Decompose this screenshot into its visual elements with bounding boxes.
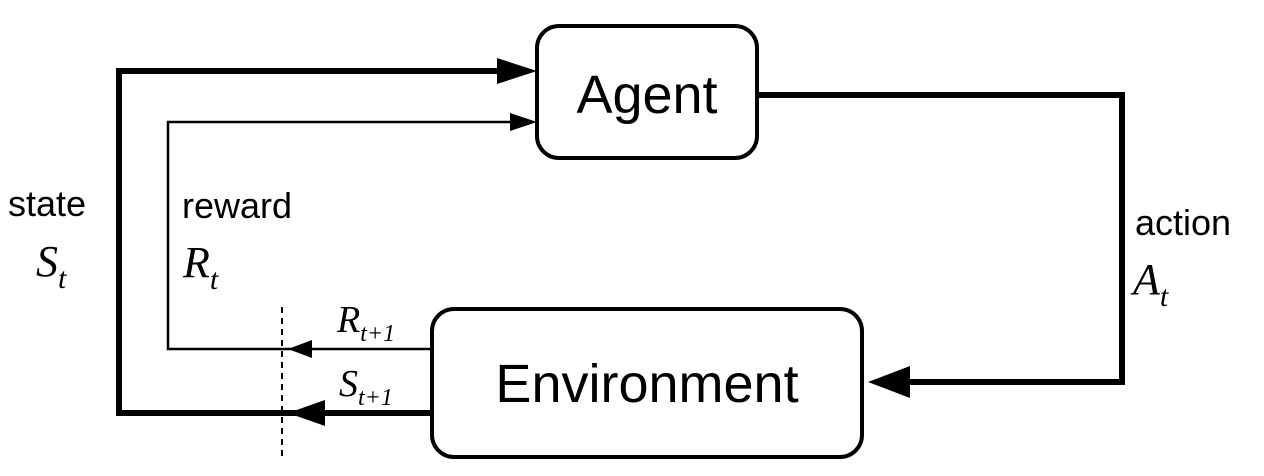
reward-label: reward [182,185,292,226]
next-reward-arrowhead [288,340,312,358]
reward-arrowhead [510,113,537,131]
action-label: action [1135,202,1231,243]
state-arrowhead [497,58,537,84]
environment-node: Environment [430,307,864,459]
agent-node: Agent [535,24,759,160]
environment-label: Environment [495,354,798,414]
action-edge [757,92,1125,398]
state-edge [116,58,537,416]
agent-label: Agent [576,65,717,125]
next-reward-symbol: Rt+1 [336,299,395,347]
action-arrowhead [868,366,910,398]
state-label: state [8,183,86,224]
next-state-symbol: St+1 [339,363,393,411]
action-symbol: At [1130,255,1169,313]
state-symbol: St [36,237,67,295]
reward-symbol: Rt [182,238,219,296]
next-state-arrowhead [288,400,325,426]
